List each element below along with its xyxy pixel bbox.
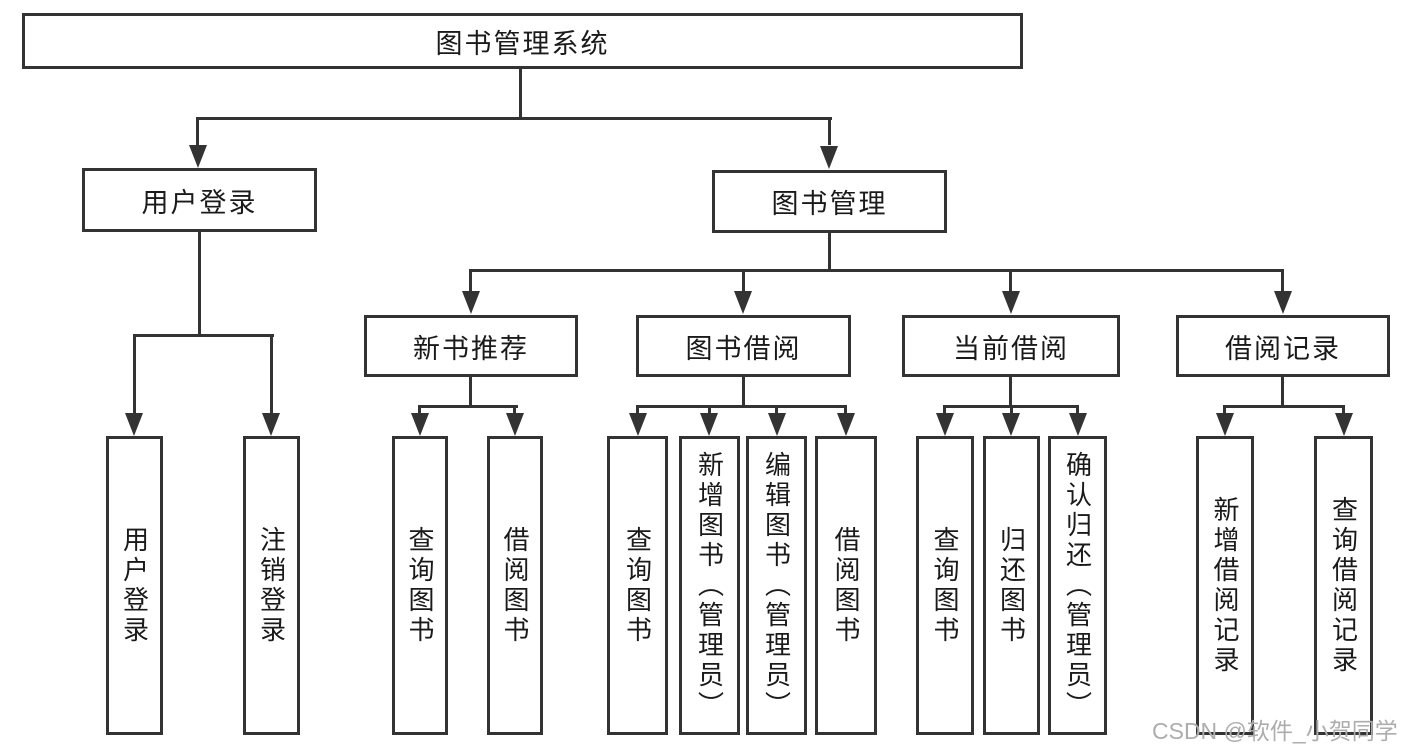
- node-label: 编辑图书（管理员）: [761, 450, 792, 721]
- arrow-down-icon: [936, 413, 954, 436]
- node-label: 借阅图书: [831, 525, 861, 646]
- arrow-down-icon: [1069, 413, 1087, 436]
- arrow-down-icon: [125, 413, 143, 436]
- connector-line: [742, 269, 745, 293]
- node-label: 新增图书（管理员）: [694, 450, 725, 721]
- leaf-query-borrow-record: 查询借阅记录: [1314, 436, 1373, 735]
- connector-line: [1224, 405, 1345, 408]
- node-user-login: 用户登录: [82, 168, 317, 232]
- arrow-down-icon: [820, 146, 838, 169]
- arrow-down-icon: [189, 145, 207, 168]
- leaf-query-books-current: 查询图书: [916, 436, 974, 735]
- arrow-down-icon: [1002, 291, 1020, 314]
- leaf-user-login: 用户登录: [106, 436, 163, 735]
- node-label: 查询图书: [930, 525, 960, 646]
- node-root: 图书管理系统: [22, 13, 1023, 69]
- connector-line: [828, 233, 831, 271]
- leaf-return-books: 归还图书: [983, 436, 1040, 735]
- arrow-down-icon: [411, 413, 429, 436]
- node-label: 用户登录: [141, 187, 258, 218]
- connector-line: [1281, 269, 1284, 293]
- arrow-down-icon: [700, 413, 718, 436]
- arrow-down-icon: [1335, 413, 1353, 436]
- connector-line: [775, 405, 778, 416]
- node-label: 图书管理系统: [435, 28, 610, 59]
- connector-line: [1342, 405, 1345, 416]
- node-label: 查询图书: [622, 525, 653, 646]
- node-label: 用户登录: [119, 525, 150, 646]
- node-label: 查询借阅记录: [1328, 495, 1359, 676]
- node-label: 借阅图书: [500, 525, 530, 646]
- connector-line: [418, 405, 421, 416]
- node-label: 归还图书: [996, 525, 1027, 646]
- connector-line: [469, 377, 472, 408]
- node-book-management: 图书管理: [712, 170, 947, 233]
- arrow-down-icon: [1274, 291, 1292, 314]
- node-label: 确认归还（管理员）: [1062, 450, 1093, 721]
- leaf-edit-books-admin: 编辑图书（管理员）: [746, 436, 807, 735]
- leaf-borrow-books-recommend: 借阅图书: [487, 436, 543, 735]
- arrow-down-icon: [462, 291, 480, 314]
- connector-line: [1076, 405, 1079, 416]
- node-label: 当前借阅: [953, 333, 1069, 364]
- node-new-book-recommend: 新书推荐: [364, 315, 578, 377]
- arrow-down-icon: [734, 291, 752, 314]
- node-label: 新增借阅记录: [1210, 495, 1240, 676]
- node-book-borrow: 图书借阅: [636, 315, 851, 377]
- connector-line: [742, 377, 745, 408]
- connector-line: [1223, 405, 1226, 416]
- connector-line: [1009, 377, 1012, 408]
- arrow-down-icon: [506, 413, 524, 436]
- leaf-confirm-return-admin: 确认归还（管理员）: [1048, 436, 1107, 735]
- arrow-down-icon: [629, 413, 647, 436]
- node-label: 图书借阅: [685, 333, 802, 364]
- connector-line: [828, 117, 831, 145]
- leaf-query-books-borrow: 查询图书: [607, 436, 668, 735]
- connector-line: [469, 269, 1284, 272]
- node-current-borrow: 当前借阅: [902, 315, 1120, 377]
- connector-line: [270, 334, 273, 414]
- leaf-borrow-books: 借阅图书: [815, 436, 877, 735]
- connector-line: [469, 269, 472, 293]
- connector-line: [636, 405, 847, 408]
- arrow-down-icon: [1002, 413, 1020, 436]
- connector-line: [1009, 269, 1012, 293]
- connector-line: [1281, 377, 1284, 408]
- leaf-add-borrow-record: 新增借阅记录: [1196, 436, 1254, 735]
- connector-line: [708, 405, 711, 416]
- connector-line: [419, 405, 518, 408]
- leaf-query-books-recommend: 查询图书: [392, 436, 448, 735]
- watermark: CSDN @软件_小贺同学: [1152, 718, 1398, 744]
- connector-line: [943, 405, 946, 416]
- connector-line: [198, 232, 201, 336]
- node-label: 查询图书: [405, 525, 435, 646]
- connector-line: [513, 405, 516, 416]
- leaf-logout: 注销登录: [243, 436, 300, 735]
- connector-line: [196, 117, 199, 145]
- arrow-down-icon: [262, 413, 280, 436]
- connector-line: [1010, 405, 1013, 416]
- arrow-down-icon: [1216, 413, 1234, 436]
- node-label: 新书推荐: [413, 333, 529, 364]
- arrow-down-icon: [837, 413, 855, 436]
- node-label: 图书管理: [771, 189, 888, 219]
- node-label: 注销登录: [256, 525, 287, 646]
- leaf-add-books-admin: 新增图书（管理员）: [679, 436, 740, 735]
- node-label: 借阅记录: [1225, 333, 1341, 364]
- connector-line: [196, 117, 832, 120]
- connector-line: [844, 405, 847, 416]
- arrow-down-icon: [768, 413, 786, 436]
- node-borrow-records: 借阅记录: [1176, 315, 1390, 377]
- connector-line: [133, 334, 136, 414]
- connector-line: [133, 334, 274, 337]
- connector-line: [636, 405, 639, 416]
- connector-line: [519, 69, 522, 119]
